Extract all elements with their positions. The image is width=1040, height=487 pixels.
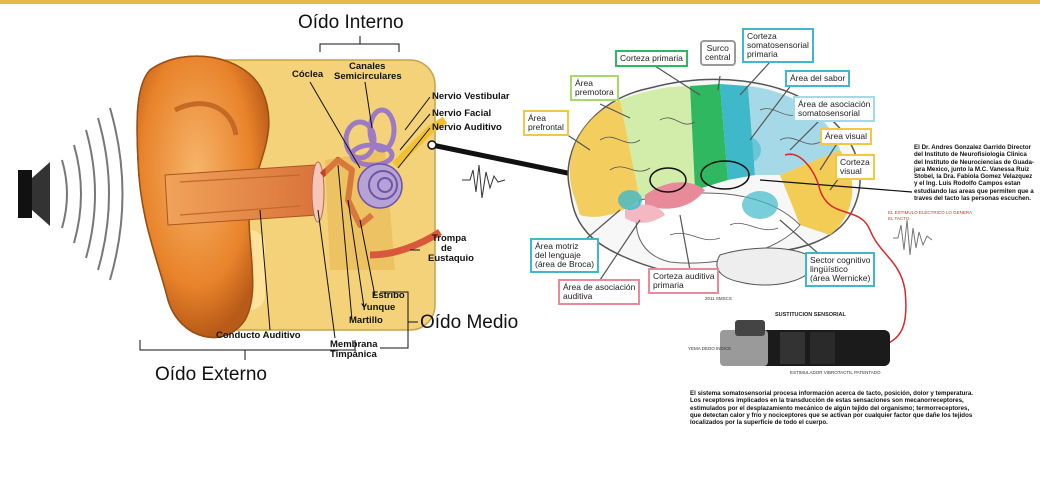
assoc-somato-label-2: somatosensorial bbox=[798, 109, 870, 118]
incus-label: Yunque bbox=[361, 303, 395, 313]
visual-area-label: Área visual bbox=[825, 131, 867, 141]
research-line: y el Ing. Luis Rodolfo Campos estan bbox=[914, 180, 1038, 187]
research-line: jara Mexico, junto la M.C. Vanessa Ruiz bbox=[914, 166, 1038, 173]
research-line: estudiando las areas que permiten que a bbox=[914, 188, 1038, 195]
aud-cortex-box: Corteza auditiva primaria bbox=[648, 268, 719, 294]
outer-ear-label: Oído Externo bbox=[155, 364, 267, 386]
research-line: del Instituto de Neurociencias de Guada- bbox=[914, 159, 1038, 166]
somatosensory-box: Corteza somatosensorial primaria bbox=[742, 28, 814, 63]
copyright-label: 2011 SMSCS bbox=[705, 296, 732, 301]
somato-line: estimulados por el desplazamiento mecáni… bbox=[690, 405, 990, 412]
device-bottom-label: ESTIMULADOR VIBROTACTIL PATENTADO bbox=[790, 370, 881, 375]
sound-waves bbox=[62, 108, 123, 280]
visual-cortex-label-2: visual bbox=[840, 167, 870, 176]
waveform-large bbox=[893, 220, 932, 255]
premotor-label-2: premotora bbox=[575, 88, 614, 97]
inner-ear-label: Oído Interno bbox=[298, 12, 404, 34]
research-line: Stobel, la Dra. Fabiola Gomez Velazquez bbox=[914, 173, 1038, 180]
somato-line: El sistema somatosensorial procesa infor… bbox=[690, 390, 990, 397]
signal-label-1: EL ESTIMULO ELECTRICO LO GENERA bbox=[888, 210, 972, 215]
signal-label-2: EL TACTO bbox=[888, 216, 909, 221]
somato-line: que detectan calor y frío y nociceptores… bbox=[690, 412, 990, 419]
malleus-label: Martillo bbox=[349, 316, 383, 326]
broca-label-3: (área de Broca) bbox=[535, 260, 594, 269]
device-left-label: YEMA DEDO INDICE bbox=[688, 346, 731, 351]
tympanic-membrane-label-2: Timpánica bbox=[330, 350, 377, 360]
auditory-nerve-label: Nervio Auditivo bbox=[432, 123, 502, 133]
aud-cortex-label-2: primaria bbox=[653, 281, 714, 290]
cochlea-label: Cóclea bbox=[292, 70, 323, 80]
premotor-box: Área premotora bbox=[570, 75, 619, 101]
waveform-small bbox=[462, 165, 505, 198]
primary-cortex-box: Corteza primaria bbox=[615, 50, 688, 67]
wernicke-box: Sector cognitivo lingüístico (área Werni… bbox=[805, 252, 875, 287]
taste-label: Área del sabor bbox=[790, 73, 845, 83]
aud-assoc-label-2: auditiva bbox=[563, 292, 635, 301]
prefrontal-box: Área prefrontal bbox=[523, 110, 569, 136]
eustachian-label-3: Eustaquio bbox=[428, 254, 474, 264]
aud-assoc-box: Área de asociación auditiva bbox=[558, 279, 640, 305]
device-title: SUSTITUCION SENSORIAL bbox=[775, 312, 846, 318]
visual-area-box: Área visual bbox=[820, 128, 872, 145]
assoc-somato-box: Área de asociación somatosensorial bbox=[793, 96, 875, 122]
vibrotactile-device bbox=[720, 320, 890, 366]
ear-canal-label: Conducto Auditivo bbox=[216, 331, 301, 341]
speaker-icon bbox=[18, 162, 50, 226]
semicircular-canals-label-2: Semicirculares bbox=[334, 72, 402, 82]
stapes-label: Estribo bbox=[372, 291, 405, 301]
research-text: El Dr. Andres Gonzalez Garrido Director … bbox=[914, 144, 1038, 202]
visual-cortex-box: Corteza visual bbox=[835, 154, 875, 180]
somatosensory-label-3: primaria bbox=[747, 50, 809, 59]
central-sulcus-label-2: central bbox=[705, 53, 731, 62]
facial-nerve-label: Nervio Facial bbox=[432, 109, 491, 119]
cochlea bbox=[358, 164, 402, 208]
research-line: traves del tacto las personas escuchen. bbox=[914, 195, 1038, 202]
research-line: El Dr. Andres Gonzalez Garrido Director bbox=[914, 144, 1038, 151]
vestibular-nerve-label: Nervio Vestibular bbox=[432, 92, 510, 102]
somatosensory-paragraph: El sistema somatosensorial procesa infor… bbox=[690, 390, 990, 426]
ear-canal bbox=[165, 165, 318, 225]
primary-cortex-label: Corteza primaria bbox=[620, 53, 683, 63]
prefrontal-label-2: prefrontal bbox=[528, 123, 564, 132]
broca-box: Área motriz del lenguaje (área de Broca) bbox=[530, 238, 599, 273]
taste-box: Área del sabor bbox=[785, 70, 850, 87]
middle-ear-label: Oído Medio bbox=[420, 312, 518, 334]
somato-line: Los receptores implicados en la transduc… bbox=[690, 397, 990, 404]
wernicke-label-3: (área Wernicke) bbox=[810, 274, 870, 283]
central-sulcus-box: Surco central bbox=[700, 40, 736, 66]
research-line: del Instituto de Neurofisiologia Clinica bbox=[914, 151, 1038, 158]
somato-line: localizados por la superficie de todo el… bbox=[690, 419, 990, 426]
